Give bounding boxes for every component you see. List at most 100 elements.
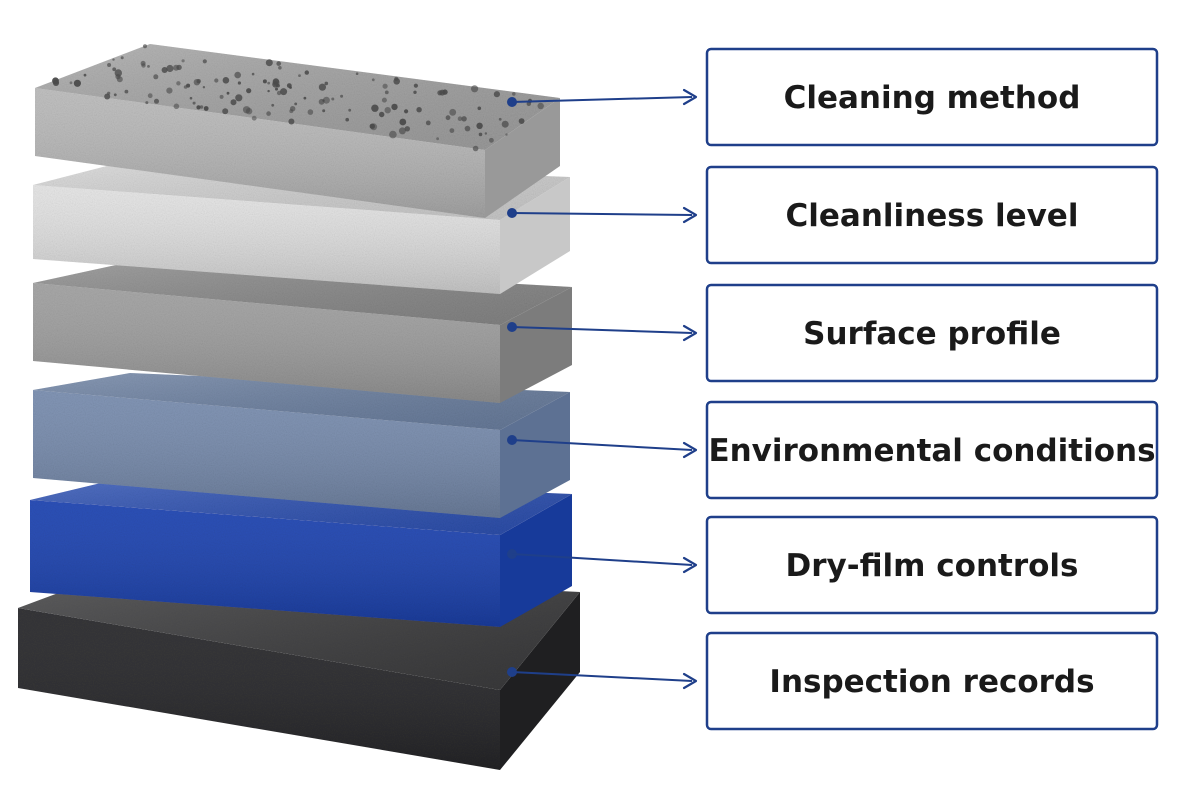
speckle xyxy=(404,109,409,114)
speckle xyxy=(318,83,326,91)
speckle xyxy=(512,92,516,96)
label-text: Dry-film controls xyxy=(785,548,1078,584)
speckle xyxy=(322,96,330,104)
speckle xyxy=(193,79,201,86)
label-text: Cleanliness level xyxy=(786,198,1079,234)
speckle xyxy=(464,125,471,132)
speckle xyxy=(413,83,418,88)
speckle xyxy=(203,106,209,111)
speckle xyxy=(52,79,60,86)
speckle xyxy=(267,89,270,93)
label-box-frame xyxy=(705,47,1159,147)
label-box-frame xyxy=(705,165,1159,265)
speckle xyxy=(161,67,168,73)
speckle xyxy=(324,81,329,86)
slab-side-face xyxy=(500,592,580,770)
connector-line xyxy=(511,326,693,334)
speckle xyxy=(505,133,508,136)
speckle xyxy=(166,87,173,94)
speckle xyxy=(173,103,180,110)
speckle xyxy=(222,77,230,84)
slab-top-shade xyxy=(33,262,572,325)
label-box-profile: Surface profile xyxy=(705,283,1159,383)
speckle xyxy=(245,108,253,115)
speckle xyxy=(276,61,282,66)
slab-side-face xyxy=(500,494,572,627)
label-text: Environmental conditions xyxy=(708,433,1155,469)
connector-line xyxy=(511,212,693,216)
speckle xyxy=(498,117,502,121)
label-box-frame xyxy=(705,283,1159,383)
arrow-head-icon xyxy=(682,556,698,574)
speckle xyxy=(147,65,150,68)
speckle xyxy=(278,66,282,70)
speckle xyxy=(275,87,278,91)
label-box-environment: Environmental conditions xyxy=(705,400,1159,500)
speckle xyxy=(518,118,525,124)
connector-arrows xyxy=(507,88,698,690)
speckle xyxy=(173,64,180,71)
speckle xyxy=(476,122,483,129)
speckle xyxy=(307,109,314,115)
speckle xyxy=(461,116,467,122)
speckle xyxy=(322,109,326,113)
speckle xyxy=(457,116,463,121)
speckle xyxy=(501,120,509,128)
speckle xyxy=(183,85,188,89)
speckle xyxy=(484,132,488,135)
speckle xyxy=(384,90,389,95)
speckle xyxy=(399,118,407,126)
speckle xyxy=(394,76,399,81)
connector-inspection xyxy=(507,667,698,690)
connector-line xyxy=(511,553,693,566)
connector-line xyxy=(511,439,693,451)
speckle xyxy=(214,78,219,83)
speckle xyxy=(345,117,350,122)
speckle xyxy=(379,111,385,118)
speckle xyxy=(404,126,410,132)
speckle xyxy=(290,106,296,112)
speckle xyxy=(196,105,201,110)
speckle xyxy=(166,64,174,73)
speckle xyxy=(384,107,391,114)
slab-stack xyxy=(18,44,580,770)
slab-profile xyxy=(33,262,572,403)
connector-line xyxy=(511,96,693,103)
speckle xyxy=(348,108,352,112)
connector-profile xyxy=(507,322,698,342)
speckle xyxy=(493,91,500,98)
slab-front-shade xyxy=(35,88,485,218)
speckle xyxy=(355,72,359,75)
speckle xyxy=(303,96,307,100)
arrow-head-icon xyxy=(682,672,698,690)
label-box-dryfilm: Dry-film controls xyxy=(705,515,1159,615)
label-box-cleanliness: Cleanliness level xyxy=(705,165,1159,265)
speckle xyxy=(271,103,275,107)
label-box-frame xyxy=(705,515,1159,615)
speckle xyxy=(416,107,422,113)
speckle xyxy=(154,98,159,104)
speckle xyxy=(120,56,124,60)
speckle xyxy=(69,81,73,85)
slab-front-shade xyxy=(30,500,500,627)
label-text: Cleaning method xyxy=(784,80,1081,116)
connector-line xyxy=(511,671,693,682)
speckle xyxy=(371,78,375,82)
label-text: Inspection records xyxy=(769,664,1094,700)
slab-front-shade xyxy=(33,283,500,403)
speckle xyxy=(176,81,181,86)
speckle xyxy=(322,99,325,102)
speckle xyxy=(280,88,288,96)
speckle xyxy=(262,79,267,84)
speckle xyxy=(436,137,439,141)
speckle xyxy=(489,137,494,143)
speckle xyxy=(272,79,280,87)
speckle xyxy=(147,93,153,99)
speckle xyxy=(449,128,455,134)
speckle xyxy=(537,102,544,110)
speckle xyxy=(267,81,271,85)
speckle xyxy=(391,103,398,111)
speckle xyxy=(104,93,111,100)
speckle xyxy=(73,79,81,87)
